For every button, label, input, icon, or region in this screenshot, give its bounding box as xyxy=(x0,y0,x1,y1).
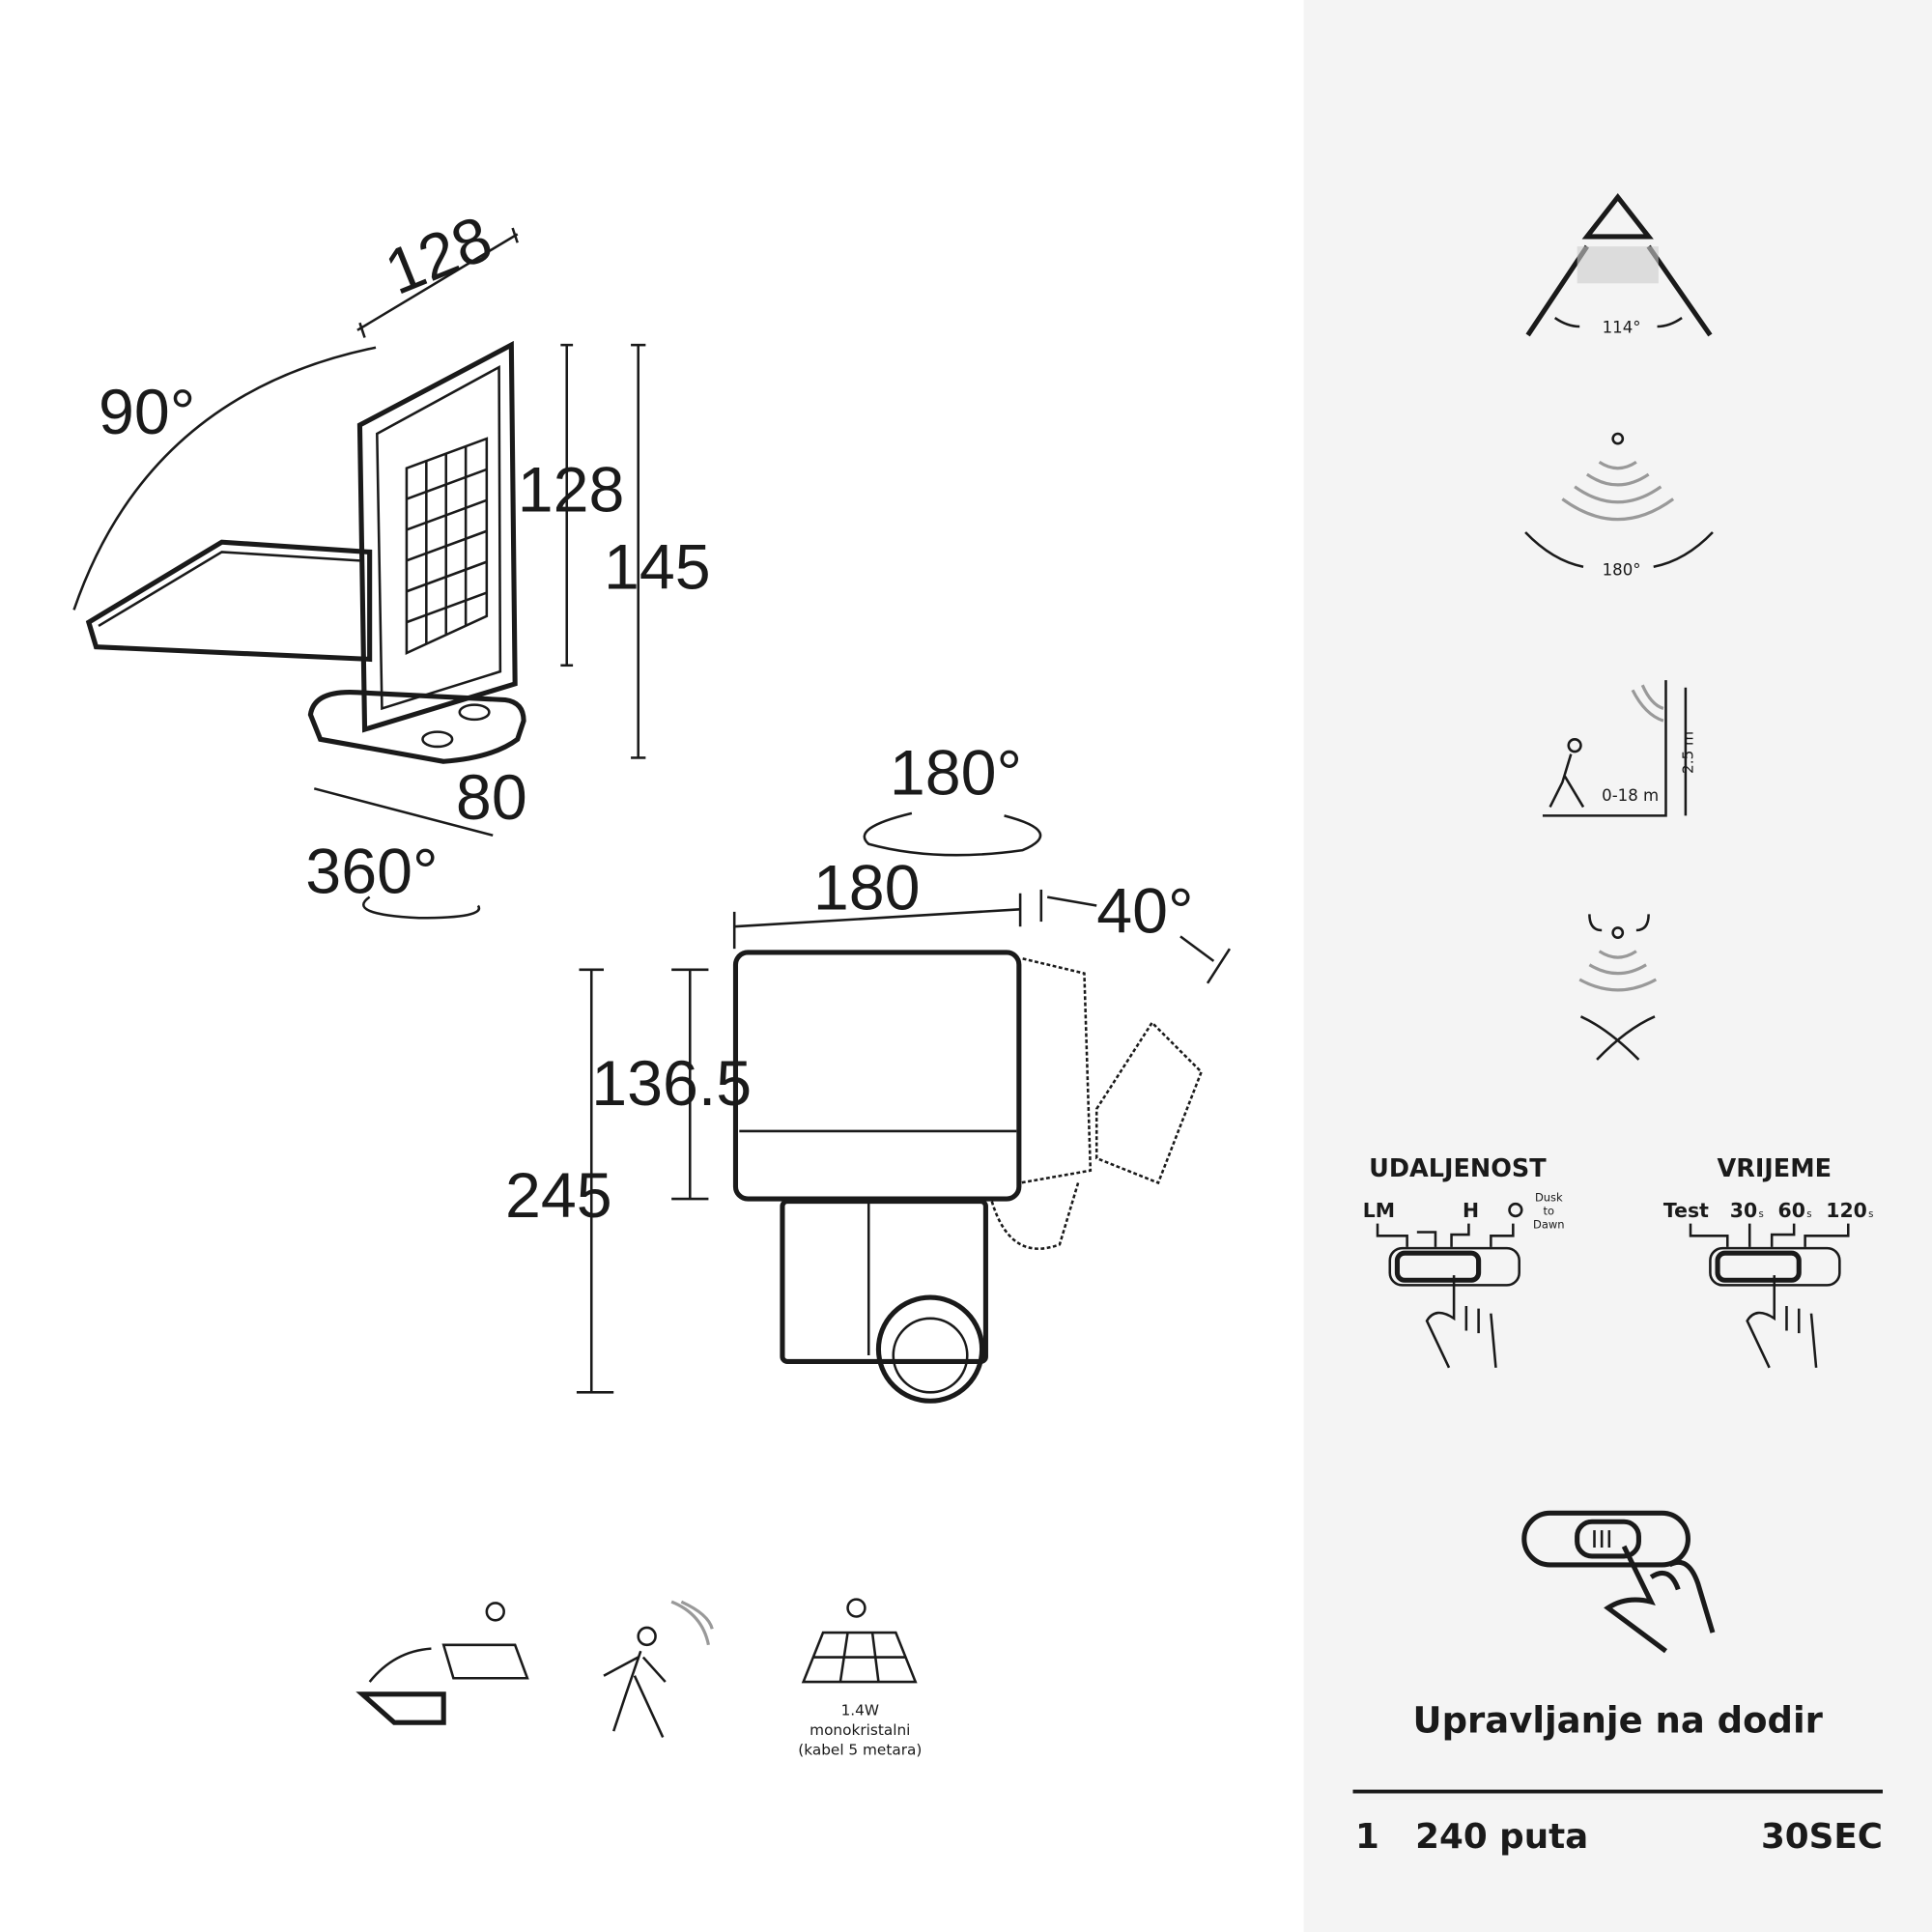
touch-control: Upravljanje na dodir xyxy=(1413,1510,1824,1741)
dim-lamp-tilt: 40° xyxy=(1096,876,1193,948)
lamp-drawing: 180° 180 40° 136.5 245 xyxy=(505,738,1232,1404)
solar-panel-drawing: 128 90° 128 145 80 360° xyxy=(72,203,711,920)
time-unit-120: s xyxy=(1868,1209,1873,1220)
dim-panel-width: 128 xyxy=(376,203,501,309)
time-option-120-group: 120s xyxy=(1826,1199,1873,1222)
time-option-test: Test xyxy=(1663,1199,1709,1222)
solar-cell-icon: 1.4W monokristalni (kabel 5 metara) xyxy=(798,1598,922,1758)
time-option-30-group: 30s xyxy=(1730,1199,1764,1222)
detection-arc-icon: 180° xyxy=(1524,432,1714,580)
feature-panel-bg xyxy=(1303,0,1932,1932)
adjustable-panel-icon xyxy=(355,1602,529,1725)
solar-type-label: monokristalni xyxy=(810,1721,910,1739)
dim-head-rotation: 180° xyxy=(890,738,1022,810)
solar-power-label: 1.4W xyxy=(841,1702,879,1719)
distance-option-lm: LM xyxy=(1363,1199,1395,1222)
time-option-60: 60 xyxy=(1778,1199,1805,1222)
dim-lamp-width: 180 xyxy=(813,852,921,923)
mount-height-label: 2.5 m xyxy=(1680,731,1697,774)
dim-lamp-total-height: 245 xyxy=(505,1160,612,1232)
distance-option-h: H xyxy=(1463,1199,1479,1222)
touch-title: Upravljanje na dodir xyxy=(1413,1699,1824,1741)
touch-switch[interactable] xyxy=(1521,1510,1690,1568)
distance-option-dusk: Dusk xyxy=(1535,1191,1563,1205)
sensor-down-icon xyxy=(1578,914,1658,1061)
time-option-30: 30 xyxy=(1730,1199,1757,1222)
time-control: VRIJEME Test 30s 60s 120s xyxy=(1663,1154,1873,1369)
dim-base-depth: 80 xyxy=(456,762,527,834)
dim-panel-height: 128 xyxy=(518,454,625,526)
distance-control: UDALJENOST LM H Dusk to Dawn xyxy=(1363,1154,1565,1369)
detection-angle-label: 114° xyxy=(1603,318,1641,336)
detection-range-icon: 0-18 m 2.5 m xyxy=(1542,680,1697,817)
time-unit-30: s xyxy=(1758,1209,1763,1220)
dim-panel-tilt: 90° xyxy=(99,377,195,448)
cable-label: (kabel 5 metara) xyxy=(798,1741,922,1758)
detection-arc-label: 180° xyxy=(1603,561,1641,580)
dim-base-rotation: 360° xyxy=(305,837,438,908)
motion-person-icon xyxy=(603,1600,714,1739)
footer-duration: 30SEC xyxy=(1761,1817,1883,1857)
time-option-60-group: 60s xyxy=(1778,1199,1812,1222)
time-unit-60: s xyxy=(1806,1209,1811,1220)
detection-angle-icon: 114° xyxy=(1525,192,1713,337)
distance-title: UDALJENOST xyxy=(1369,1154,1547,1183)
detection-range-label: 0-18 m xyxy=(1602,786,1659,805)
time-option-120: 120 xyxy=(1826,1199,1867,1222)
dim-lamp-head-height: 136.5 xyxy=(591,1048,752,1120)
distance-option-to: to xyxy=(1544,1205,1555,1218)
dim-total-height: 145 xyxy=(604,532,711,604)
footer-count: 1 240 puta xyxy=(1355,1817,1588,1857)
time-title: VRIJEME xyxy=(1717,1154,1832,1183)
distance-option-dawn: Dawn xyxy=(1533,1218,1565,1232)
